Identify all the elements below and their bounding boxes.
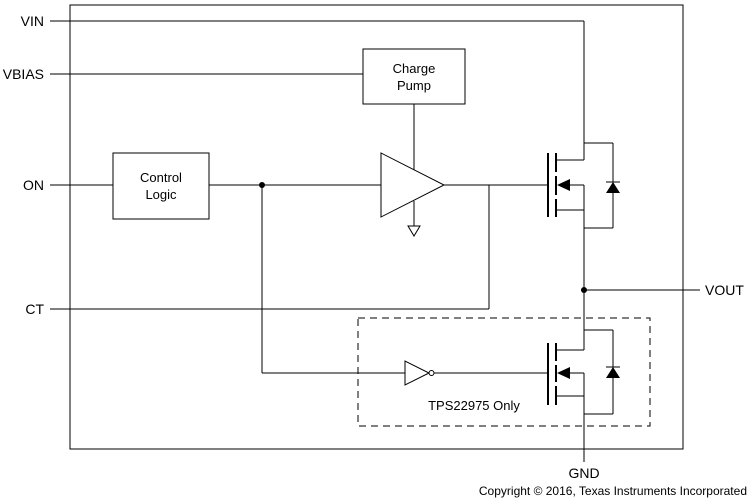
body-diode-discharge bbox=[584, 329, 620, 415]
main-mosfet bbox=[540, 140, 585, 290]
charge-pump-label-line2: Pump bbox=[397, 78, 431, 93]
control-logic-block bbox=[112, 152, 210, 220]
charge-pump-label-line1: Charge bbox=[393, 61, 436, 76]
vin-wire bbox=[50, 20, 585, 140]
copyright-notice: Copyright © 2016, Texas Instruments Inco… bbox=[479, 484, 747, 498]
pin-label-on: ON bbox=[23, 177, 44, 193]
body-diode-main bbox=[584, 142, 620, 229]
discharge-mosfet bbox=[545, 290, 585, 462]
control-logic-label-line1: Control bbox=[140, 170, 182, 185]
inverter-buffer bbox=[404, 360, 545, 386]
driver-amplifier-triangle bbox=[380, 152, 446, 218]
ground-symbol bbox=[407, 225, 421, 237]
chip-outline bbox=[69, 4, 684, 450]
ct-wire bbox=[50, 185, 490, 310]
pin-label-vin: VIN bbox=[21, 13, 44, 29]
pin-label-vbias: VBIAS bbox=[3, 66, 44, 82]
tps22975-only-label: TPS22975 Only bbox=[428, 398, 520, 413]
inverter-input-wire bbox=[261, 185, 405, 374]
tps22975-only-region bbox=[357, 317, 651, 427]
control-logic-label-line2: Logic bbox=[145, 187, 177, 202]
pin-label-ct: CT bbox=[25, 301, 44, 317]
pin-label-gnd: GND bbox=[568, 465, 599, 481]
charge-pump-block bbox=[362, 48, 466, 105]
pin-label-vout: VOUT bbox=[705, 282, 744, 298]
